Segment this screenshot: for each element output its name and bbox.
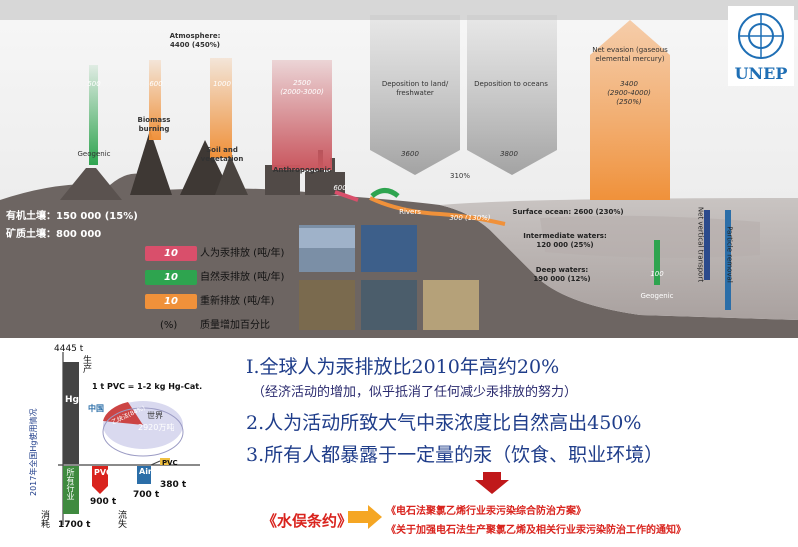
deposition-percent: 310% [449,172,470,180]
pvc-value: 900 t [90,497,117,507]
rivers-value: 300 (130%) [449,214,491,222]
mercury-cycle-diagram [0,0,798,338]
unep-logo: UNEP [728,6,794,86]
air-value: 700 t [133,490,160,500]
policy-doc-2: 《关于加强电石法生产聚氯乙烯及相关行业汞污染防治工作的通知》 [386,525,686,536]
organic-soil-label: 有机土壤：150 000 (15%) [6,211,138,222]
air-label: Air [139,467,152,476]
legend-natural-text: 自然汞排放 (吨/年) [200,272,285,283]
down-arrow-icon [475,472,509,494]
pvc-ratio-label: 1 t PVC = 1-2 kg Hg-Cat. [92,382,203,391]
anthropogenic-label: Anthropogenic [272,166,332,174]
policy-doc-1: 《电石法聚氯乙烯行业汞污染综合防治方案》 [386,506,586,517]
hg-bar-label: Hg [65,395,79,405]
ocean-geogenic-value: 100 [650,270,664,278]
world-label: 世界 [147,411,163,420]
legend-anthropogenic-text: 人为汞排放 (吨/年) [200,248,285,259]
legend-reemission-text: 重新排放 (吨/年) [200,296,275,307]
china-label: 中国 [88,404,104,413]
legend-reemission-swatch: 10 [145,294,197,309]
pvc2-value: 380 t [160,480,187,490]
soil-emission-value: 1000 [213,80,231,88]
all-industry-label: 所有行业 [66,468,75,500]
point-1: I.全球人为汞排放比2010年高约20% [246,356,560,378]
biomass-label: Biomass burning [137,116,171,133]
geogenic-label: Geogenic [77,150,111,158]
deep-value: 190 000 (12%) [533,275,591,283]
intermediate-waters: Intermediate waters: 120 000 (25%) [520,232,610,250]
un-emblem-icon [738,13,784,59]
anthropogenic-emission: 2500 (2000-3000) [272,79,332,97]
particle-removal-label: Particle removal [725,226,734,283]
deposition-ocean-value: 3800 [500,150,518,158]
hg-usage-graphic [58,352,200,525]
deposition-ocean-label: Deposition to oceans [474,80,548,88]
net-evasion-percent: (250%) [616,98,642,106]
legend-natural-swatch: 10 [145,270,197,285]
point-2: 2.人为活动所致大气中汞浓度比自然高出450% [246,412,642,434]
deep-waters: Deep waters: 190 000 (12%) [522,266,602,284]
pvc-label: PVC [94,468,112,477]
unep-logo-text: UNEP [734,64,788,83]
anthropogenic-range: (2000-3000) [280,88,324,96]
deep-title: Deep waters: [535,266,589,274]
world-value: 2920万吨 [138,423,175,432]
biomass-emission-value: 600 [149,80,163,88]
surface-ocean-label: Surface ocean: 2600 (230%) [512,208,624,216]
net-evasion-value: 3400 [620,80,638,88]
deposition-land-label: Deposition to land/ freshwater [381,80,449,97]
net-evasion-range: (2900-4000) [607,89,651,97]
right-arrow-icon [348,505,382,529]
geogenic-emission-value: 500 [87,80,101,88]
rivers-label: Rivers [399,208,421,216]
atmosphere-label: Atmosphere: 4400 (450%) [150,32,240,50]
deposition-land-value: 3600 [401,150,419,158]
consumption-label: 消耗 [39,510,49,528]
soil-vegetation-label: Soil and vegetation [200,146,244,163]
point-1-note: （经济活动的增加，似乎抵消了任何减少汞排放的努力） [252,385,578,400]
production-label: 生产 [81,355,91,373]
intermediate-title: Intermediate waters: [523,232,607,240]
all-industry-value: 1700 t [58,520,91,530]
atmosphere-value: 4400 (450%) [170,41,220,49]
point-3: 3.所有人都暴露于一定量的汞（饮食、职业环境） [246,444,664,466]
atmosphere-title: Atmosphere: [169,32,221,40]
net-vertical-transport-label: Net vertical transport [696,206,705,283]
legend-anthropogenic-swatch: 10 [145,246,197,261]
anthropogenic-value: 2500 [293,79,311,87]
outflow-label: 流失 [116,510,126,528]
minamata-convention-label: 《水俣条约》 [262,512,353,530]
hg-top-value: 4445 t [54,344,84,354]
net-evasion-label: Net evasion (gaseous elemental mercury) [592,46,668,63]
anthro-to-land-value: 600 [333,184,347,192]
hg-usage-axis-title: 2017年全国Hg使用情况 [29,408,38,496]
ocean-geogenic-label: Geogenic [640,292,674,300]
intermediate-value: 120 000 (25%) [536,241,594,249]
mineral-soil-label: 矿质土壤：800 000 [6,229,102,240]
legend-percent-symbol: (%) [160,320,178,331]
pvc2-label: PVC [162,459,178,467]
legend-percent-text: 质量增加百分比 [200,320,270,331]
net-evasion-values: 3400 (2900-4000) (250%) [594,80,664,107]
